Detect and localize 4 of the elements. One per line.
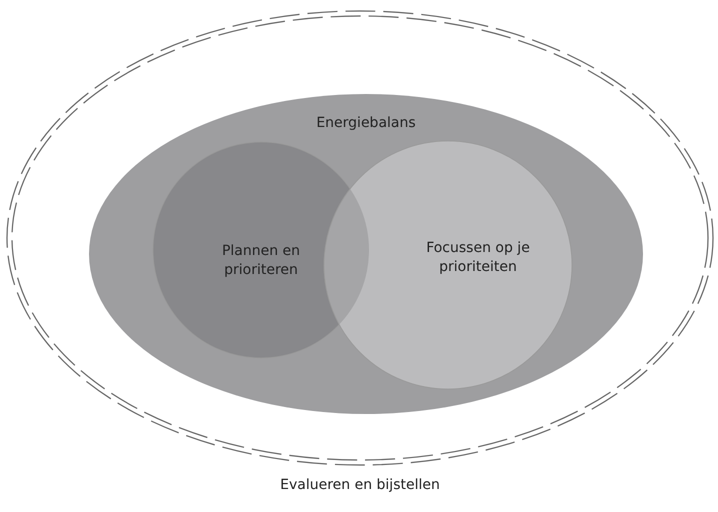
circle-label: Focussen op je prioriteiten <box>425 239 531 277</box>
caption-label: Evalueren en bijstellen <box>279 476 441 495</box>
heading-label: Energiebalans <box>315 114 417 133</box>
circle-label: Plannen en prioriteren <box>220 242 302 280</box>
